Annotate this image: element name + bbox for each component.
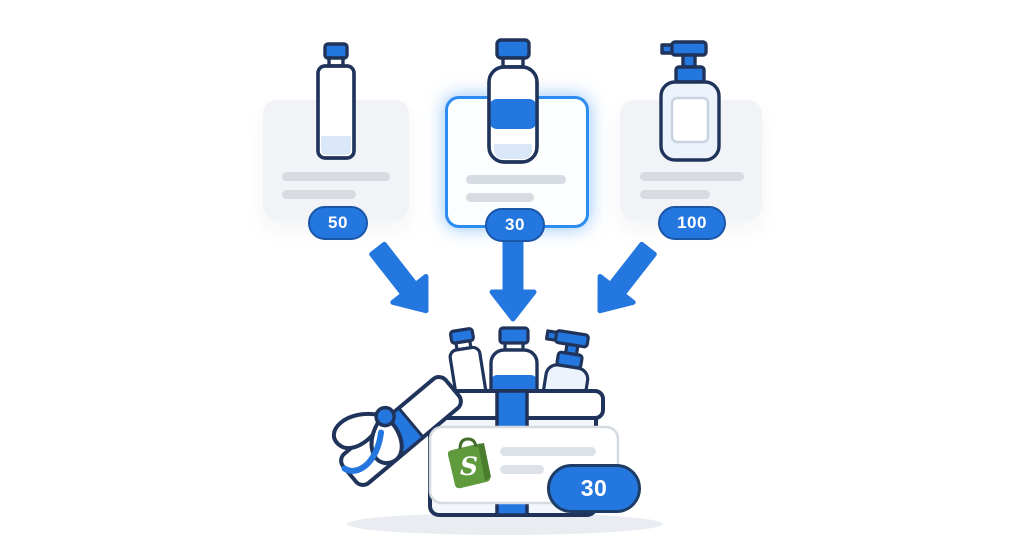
box-shadow [347, 513, 663, 535]
stock-badge-product-2: 30 [485, 208, 545, 242]
product-card-3 [620, 100, 762, 220]
text-placeholder-bar [282, 172, 390, 181]
text-placeholder-bar [500, 465, 544, 474]
boxed-water-bottle-icon [489, 326, 539, 430]
stock-badge-bundle: 30 [547, 464, 641, 513]
stock-badge-product-1: 50 [308, 206, 368, 240]
product-card-1 [263, 100, 409, 220]
boxed-slim-bottle-icon [448, 327, 490, 417]
gift-box-lid-icon [339, 375, 463, 487]
text-placeholder-bar [640, 190, 710, 199]
text-placeholder-bar [466, 175, 566, 184]
arrow-down-icon [489, 238, 537, 322]
arrow-down-right-icon [369, 241, 429, 314]
text-placeholder-bar [500, 447, 596, 456]
boxed-pump-bottle-icon [538, 329, 590, 430]
text-placeholder-bar [466, 193, 534, 202]
arrow-down-left-icon [597, 241, 657, 314]
ribbon-bow-icon [332, 405, 404, 474]
text-placeholder-bar [640, 172, 744, 181]
text-placeholder-bar [282, 190, 356, 199]
shopify-logo-icon: S [447, 437, 491, 489]
shopify-logo-letter: S [460, 452, 478, 481]
stock-badge-product-3: 100 [658, 206, 726, 240]
